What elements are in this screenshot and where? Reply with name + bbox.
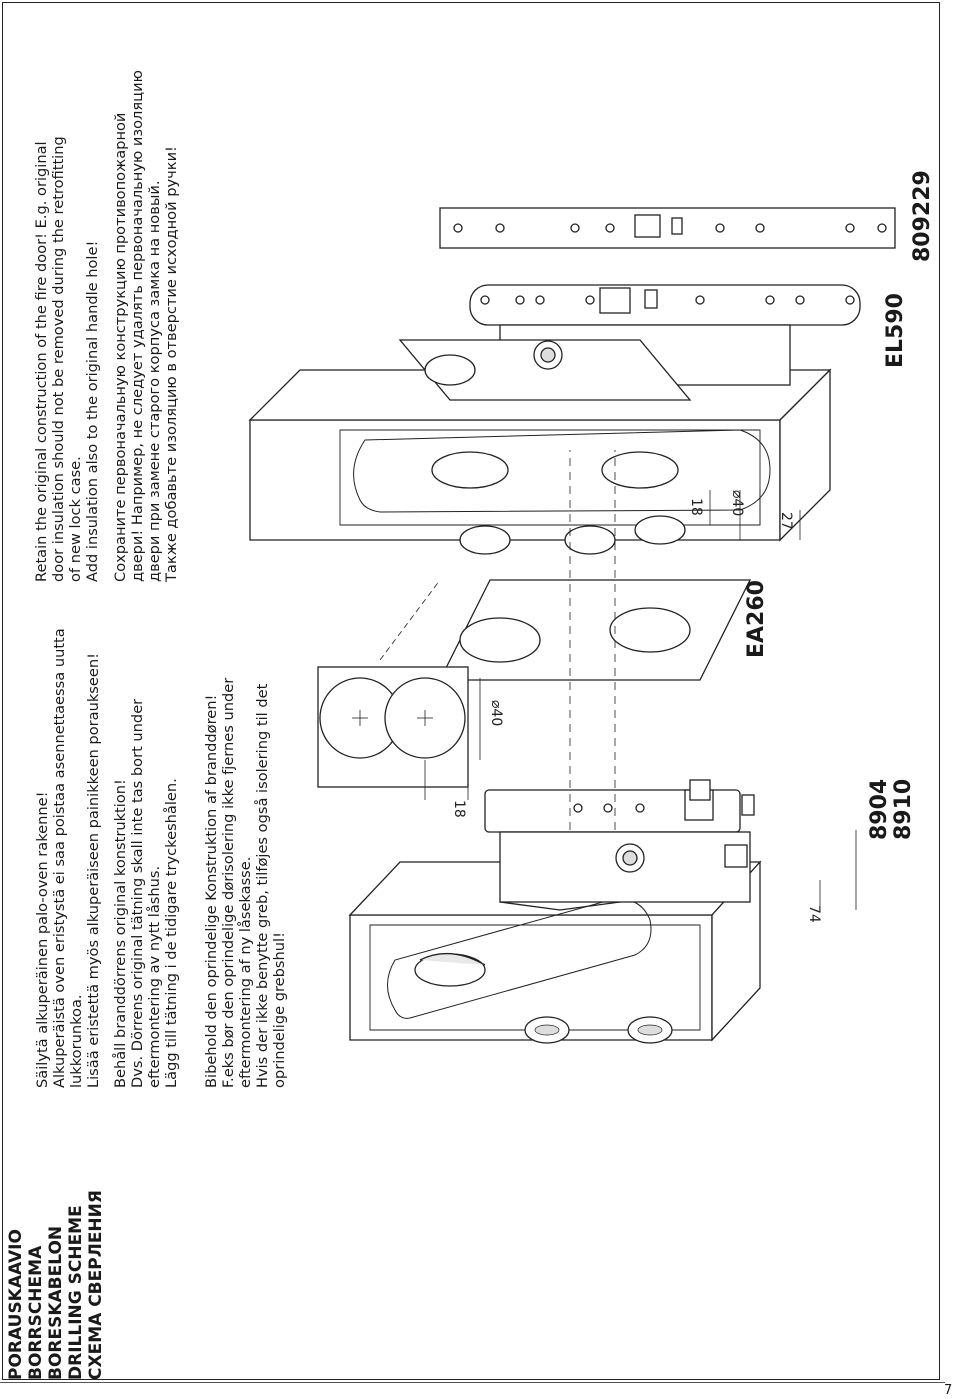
dimension-74: 74 xyxy=(806,905,822,923)
dimension-diameter-40-right: ⌀40 xyxy=(729,490,745,516)
strike-plate-809229 xyxy=(439,207,896,249)
model-label-8904: 8904 8910 xyxy=(867,778,916,840)
drilling-template xyxy=(317,666,481,800)
page-number: 7 xyxy=(944,1383,953,1398)
dimension-18-left: 18 xyxy=(451,800,467,818)
model-label-el590: EL590 xyxy=(883,293,908,368)
model-label-ea260: EA260 xyxy=(744,580,769,658)
model-label-line: 8904 xyxy=(867,778,892,840)
lock-case-ea260 xyxy=(398,284,861,401)
dimension-diameter-40-left: ⌀40 xyxy=(488,700,504,726)
model-label-line: 8910 xyxy=(891,778,916,840)
page-footer-line xyxy=(0,1382,945,1383)
page-border xyxy=(2,2,940,1380)
dimension-27: 27 xyxy=(778,512,794,530)
model-label-809229: 809229 xyxy=(910,170,935,262)
door-block-upper xyxy=(248,368,832,555)
lock-case-8904 xyxy=(484,779,755,911)
insulation-plate xyxy=(438,579,752,681)
dimension-18-right: 18 xyxy=(688,498,704,516)
